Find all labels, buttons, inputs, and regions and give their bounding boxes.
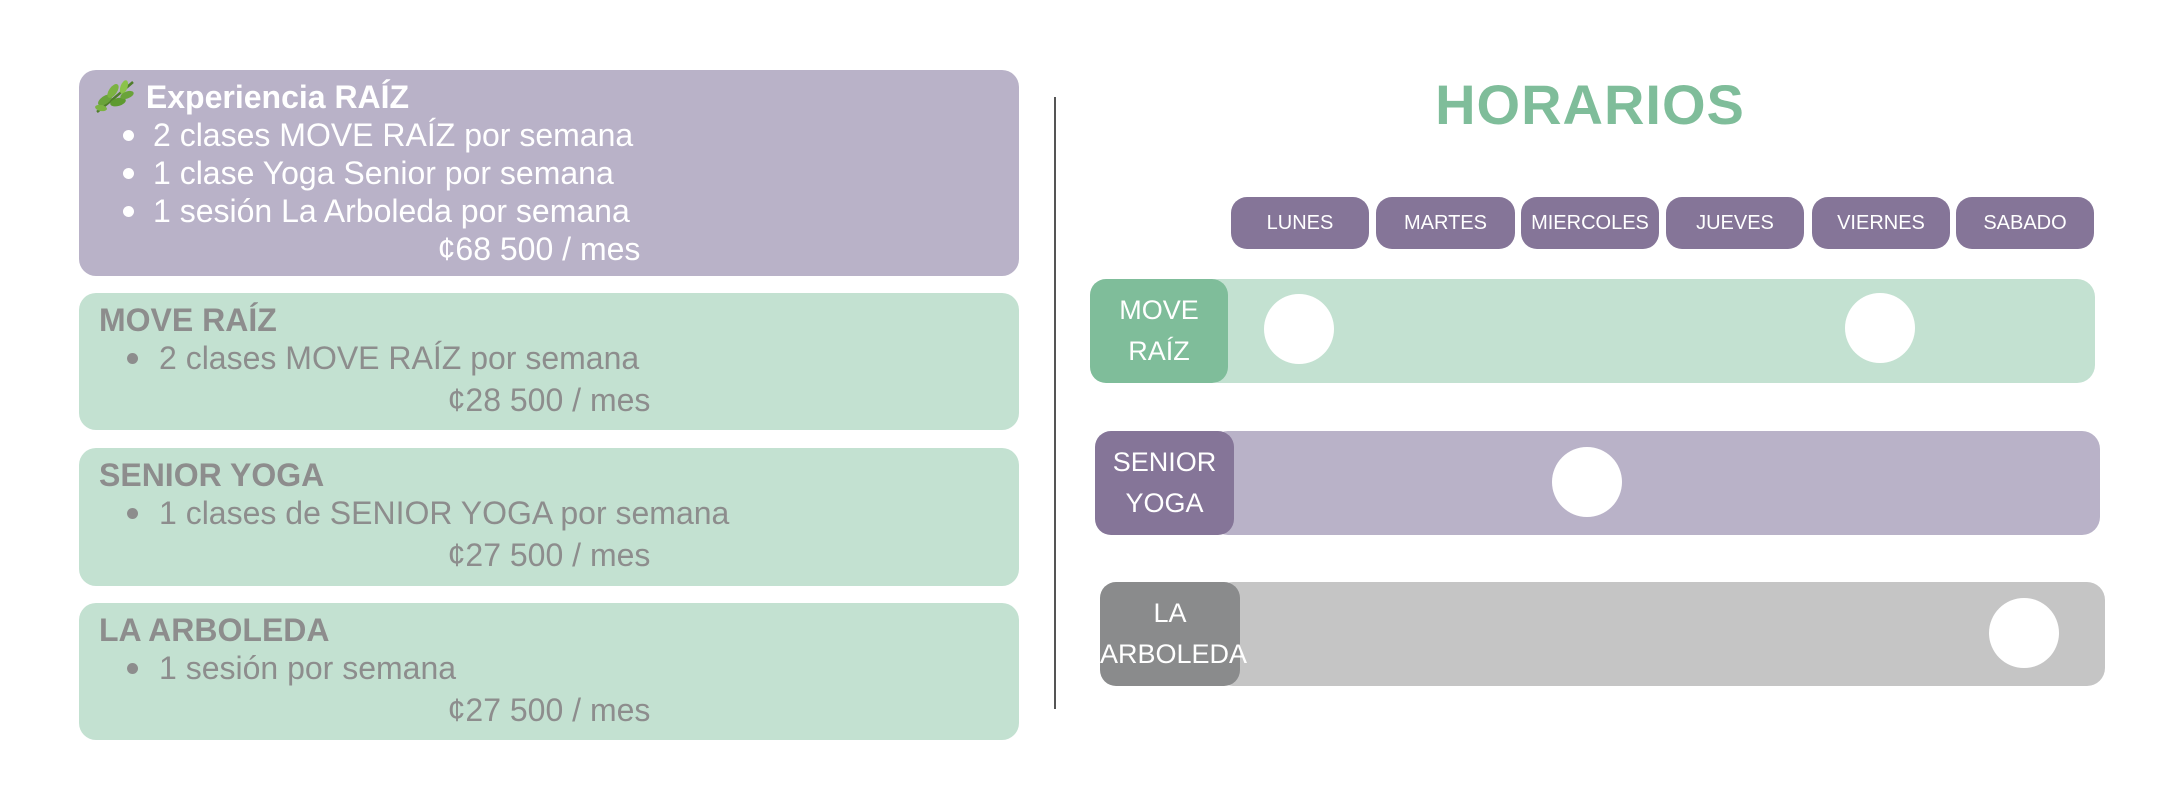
day-header-viernes: VIERNES: [1812, 197, 1950, 249]
row-label-senior-yoga: SENIOR YOGA: [1095, 431, 1234, 535]
bullet-icon: [123, 168, 134, 179]
item-text: 2 clases MOVE RAÍZ por semana: [159, 340, 640, 376]
item-text: 2 clases MOVE RAÍZ por semana: [153, 117, 634, 153]
day-header-miercoles: MIERCOLES: [1521, 197, 1659, 249]
schedule-row-senior-yoga: [1210, 431, 2100, 535]
list-item: 1 sesión por semana: [99, 649, 999, 687]
vertical-divider: [1054, 97, 1056, 709]
session-dot-move-raiz-lunes: [1264, 294, 1334, 364]
plan-title: MOVE RAÍZ: [99, 302, 277, 338]
plan-items: 1 clases de SENIOR YOGA por semana: [99, 494, 999, 532]
bullet-icon: [123, 130, 134, 141]
bullet-icon: [127, 508, 138, 519]
schedule-title: HORARIOS: [1435, 73, 1745, 136]
day-header-martes: MARTES: [1376, 197, 1515, 249]
bullet-icon: [127, 663, 138, 674]
row-label-line: RAÍZ: [1128, 336, 1190, 366]
plan-card-experiencia-raiz[interactable]: Experiencia RAÍZ 2 clases MOVE RAÍZ por …: [79, 70, 1019, 276]
list-item: 2 clases MOVE RAÍZ por semana: [93, 116, 999, 154]
row-label-move-raiz: MOVE RAÍZ: [1090, 279, 1228, 383]
plan-card-move-raiz[interactable]: MOVE RAÍZ 2 clases MOVE RAÍZ por semana …: [79, 293, 1019, 430]
day-header-jueves: JUEVES: [1666, 197, 1804, 249]
plan-title: LA ARBOLEDA: [99, 612, 330, 648]
list-item: 1 sesión La Arboleda por semana: [93, 192, 999, 230]
session-dot-senior-yoga-miercoles: [1552, 447, 1622, 517]
list-item: 1 clase Yoga Senior por semana: [93, 154, 999, 192]
row-label-line: MOVE: [1119, 295, 1199, 325]
plan-items: 2 clases MOVE RAÍZ por semana 1 clase Yo…: [93, 116, 999, 230]
plan-price: ¢27 500 / mes: [447, 692, 651, 728]
plan-price: ¢28 500 / mes: [447, 382, 651, 418]
schedule-row-la-arboleda: [1215, 582, 2105, 686]
list-item: 2 clases MOVE RAÍZ por semana: [99, 339, 999, 377]
plan-card-senior-yoga[interactable]: SENIOR YOGA 1 clases de SENIOR YOGA por …: [79, 448, 1019, 586]
item-text: 1 sesión La Arboleda por semana: [153, 193, 630, 229]
row-label-line: SENIOR: [1112, 447, 1217, 477]
list-item: 1 clases de SENIOR YOGA por semana: [99, 494, 999, 532]
bullet-icon: [123, 206, 134, 217]
bullet-icon: [127, 353, 138, 364]
row-label-line: ARBOLEDA: [1100, 639, 1248, 669]
plan-items: 2 clases MOVE RAÍZ por semana: [99, 339, 999, 377]
row-label-line: YOGA: [1125, 488, 1204, 518]
session-dot-la-arboleda-sabado: [1989, 598, 2059, 668]
day-header-lunes: LUNES: [1231, 197, 1369, 249]
plan-price: ¢27 500 / mes: [447, 537, 651, 573]
item-text: 1 clase Yoga Senior por semana: [153, 155, 614, 191]
plan-price: ¢68 500 / mes: [437, 231, 641, 267]
item-text: 1 clases de SENIOR YOGA por semana: [159, 495, 730, 531]
plan-items: 1 sesión por semana: [99, 649, 999, 687]
session-dot-move-raiz-jueves: [1845, 293, 1915, 363]
plan-card-la-arboleda[interactable]: LA ARBOLEDA 1 sesión por semana ¢27 500 …: [79, 603, 1019, 740]
herb-leaf-icon: [93, 78, 137, 116]
day-header-sabado: SABADO: [1956, 197, 2094, 249]
plan-title: SENIOR YOGA: [99, 457, 325, 493]
row-label-la-arboleda: LA ARBOLEDA: [1100, 582, 1248, 686]
row-label-line: LA: [1153, 598, 1187, 628]
plan-title: Experiencia RAÍZ: [93, 78, 999, 116]
item-text: 1 sesión por semana: [159, 650, 457, 686]
schedule-row-move-raiz: [1200, 279, 2095, 383]
plan-title-text: Experiencia RAÍZ: [145, 79, 410, 115]
